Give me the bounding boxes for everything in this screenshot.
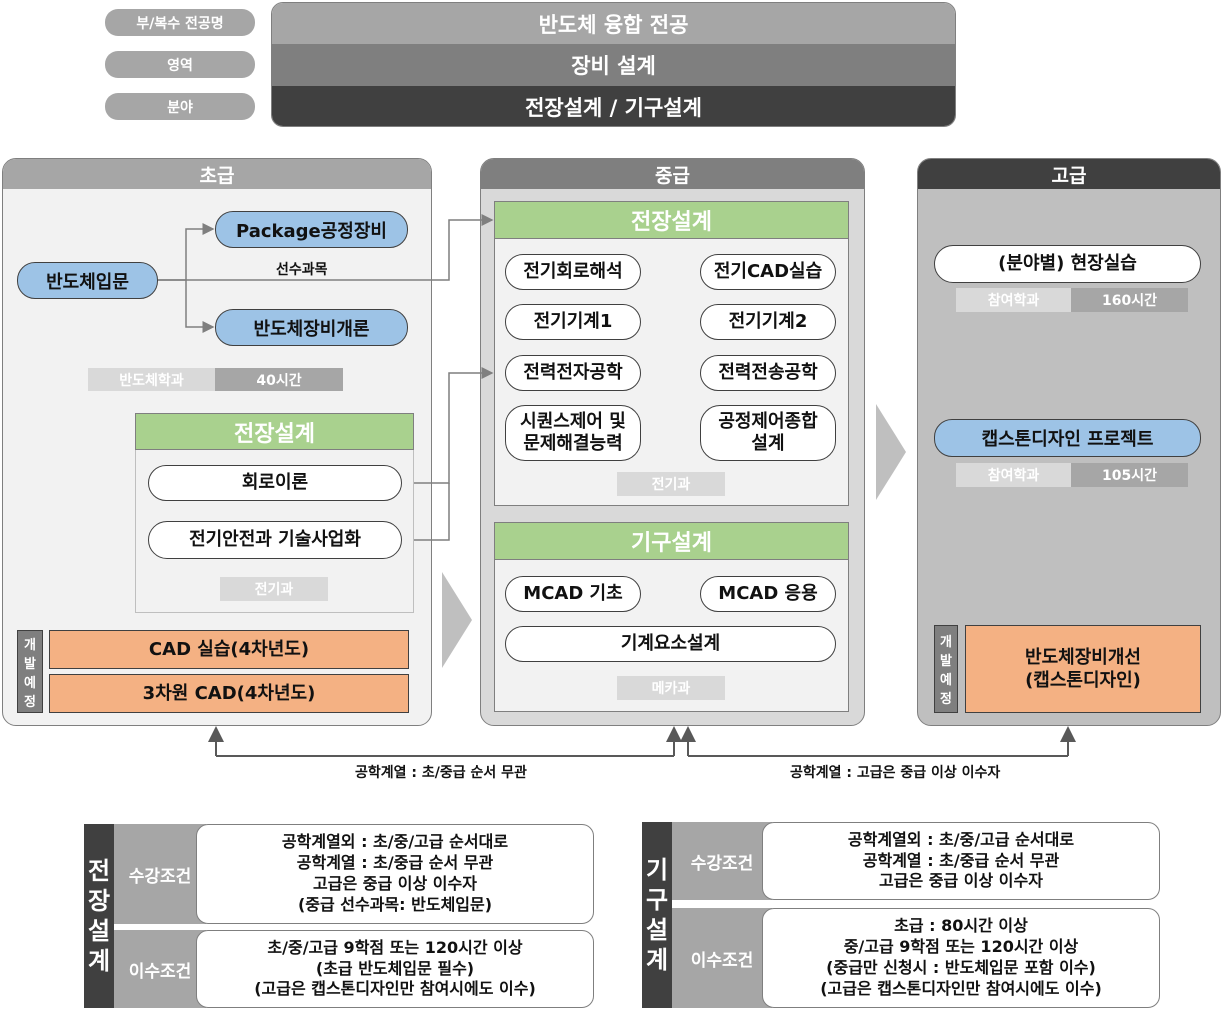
tag-105-hours: 105시간 xyxy=(1071,463,1188,487)
planned-char: 예 xyxy=(940,673,952,688)
side-char: 기 xyxy=(645,856,669,884)
side-char: 전 xyxy=(87,857,111,885)
planned-char: 예 xyxy=(24,675,36,691)
node-mcad-basic: MCAD 기초 xyxy=(505,576,641,612)
cond-line: 초급 : 80시간 이상 xyxy=(894,916,1028,936)
label-area: 영역 xyxy=(105,51,255,78)
node-electric-machine-2: 전기기계2 xyxy=(700,304,836,340)
node-equipment-overview: 반도체장비개론 xyxy=(215,309,408,346)
cond-line: 고급은 중급 이상 이수자 xyxy=(313,874,477,893)
node-mcad-applied: MCAD 응용 xyxy=(700,576,836,612)
cond-mech-enroll-label: 수강조건 xyxy=(672,822,772,900)
note-advanced-requirement: 공학계열 : 고급은 중급 이상 이수자 xyxy=(790,765,1001,781)
cond-mech-side: 기 구 설 계 xyxy=(642,822,672,1008)
tag-160-hours: 160시간 xyxy=(1071,288,1188,312)
header-field: 전장설계 / 기구설계 xyxy=(272,86,955,126)
node-circuit-analysis: 전기회로해석 xyxy=(505,254,641,290)
header-major-name: 반도체 융합 전공 xyxy=(272,3,955,44)
beginner-elec-title: 전장설계 xyxy=(135,413,414,450)
header-area: 장비 설계 xyxy=(272,44,955,86)
node-electric-machine-1: 전기기계1 xyxy=(505,304,641,340)
tag-capstone-dept: 참여학과 xyxy=(956,463,1071,487)
side-char: 설 xyxy=(87,917,111,945)
side-char: 설 xyxy=(645,916,669,944)
node-sequence-control: 시퀀스제어 및 문제해결능력 xyxy=(505,405,641,461)
node-capstone: 캡스톤디자인 프로젝트 xyxy=(934,419,1201,457)
advanced-planned-tag: 개 발 예 정 xyxy=(934,625,958,713)
cond-line: 공학계열외 : 초/중/고급 순서대로 xyxy=(281,832,509,852)
tag-field-dept: 참여학과 xyxy=(956,288,1071,312)
cond-line: 중/고급 9학점 또는 120시간 이상 xyxy=(843,937,1079,957)
cond-mech-complete-label: 이수조건 xyxy=(672,908,772,1008)
side-char: 장 xyxy=(87,887,111,915)
cond-line: (중급 선수과목: 반도체입문) xyxy=(297,894,493,914)
cond-elec-side: 전 장 설 계 xyxy=(84,824,114,1008)
chevron-beginner-to-intermediate xyxy=(442,572,472,668)
node-field-practice: (분야별) 현장실습 xyxy=(934,245,1201,283)
cond-line: (초급 반도체입문 필수) xyxy=(315,958,475,978)
cond-elec-enroll-box: 공학계열외 : 초/중/고급 순서대로 공학계열 : 초/중급 순서 무관 고급… xyxy=(196,824,594,924)
tag-semiconductor-dept: 반도체학과 xyxy=(88,368,215,391)
chevron-intermediate-to-advanced xyxy=(876,404,906,500)
planned-char: 발 xyxy=(940,654,952,669)
side-char: 계 xyxy=(645,946,669,974)
node-machine-element-design: 기계요소설계 xyxy=(505,626,836,662)
side-char: 구 xyxy=(645,886,669,914)
node-power-electronics: 전력전자공학 xyxy=(505,355,641,391)
node-process-control-design: 공정제어종합 설계 xyxy=(700,405,836,461)
cond-line: 공학계열 : 초/중급 순서 무관 xyxy=(862,850,1060,870)
intermediate-elec-title: 전장설계 xyxy=(494,201,849,239)
tag-elec-dept-intermediate: 전기과 xyxy=(617,472,725,496)
header-box: 반도체 융합 전공 장비 설계 전장설계 / 기구설계 xyxy=(271,2,956,127)
planned-char: 정 xyxy=(940,692,952,707)
cond-line: (중급만 신청시 : 반도체입문 포함 이수) xyxy=(826,958,1096,977)
node-package-equipment: Package공정장비 xyxy=(215,211,408,248)
planned-3d-cad: 3차원 CAD(4차년도) xyxy=(49,674,409,713)
node-circuit-theory: 회로이론 xyxy=(148,465,402,501)
label-field: 분야 xyxy=(105,93,255,120)
planned-char: 발 xyxy=(24,656,36,672)
prereq-label: 선수과목 xyxy=(276,262,328,278)
advanced-title: 고급 xyxy=(918,159,1220,189)
cond-elec-complete-label: 이수조건 xyxy=(114,930,206,1008)
cond-elec-enroll-label: 수강조건 xyxy=(114,824,206,924)
label-major-name: 부/복수 전공명 xyxy=(105,9,255,36)
cond-line: 고급은 중급 이상 이수자 xyxy=(879,871,1043,891)
node-electrical-safety: 전기안전과 기술사업화 xyxy=(148,521,402,559)
cond-line: 초/중/고급 9학점 또는 120시간 이상 xyxy=(267,937,523,957)
tag-40-hours: 40시간 xyxy=(215,368,343,391)
cond-line: (고급은 캡스톤디자인만 참여시에도 이수) xyxy=(254,979,536,999)
intermediate-mech-title: 기구설계 xyxy=(494,522,849,560)
planned-char: 정 xyxy=(24,694,36,710)
planned-char: 개 xyxy=(24,637,36,653)
tag-elec-dept: 전기과 xyxy=(220,577,328,601)
cond-line: (고급은 캡스톤디자인만 참여시에도 이수) xyxy=(820,978,1102,998)
planned-cad-practice: CAD 실습(4차년도) xyxy=(49,630,409,669)
beginner-title: 초급 xyxy=(3,159,431,189)
cond-line: 공학계열 : 초/중급 순서 무관 xyxy=(296,853,494,873)
planned-equipment-improvement: 반도체장비개선 (캡스톤디자인) xyxy=(965,625,1201,713)
node-power-transmission: 전력전송공학 xyxy=(700,355,836,391)
node-electrical-cad: 전기CAD실습 xyxy=(700,254,836,290)
cond-mech-complete-box: 초급 : 80시간 이상 중/고급 9학점 또는 120시간 이상 (중급만 신… xyxy=(762,908,1160,1008)
tag-mecha-dept: 메카과 xyxy=(617,676,725,700)
note-beginner-intermediate: 공학계열 : 초/중급 순서 무관 xyxy=(355,765,527,781)
cond-mech-enroll-box: 공학계열외 : 초/중/고급 순서대로 공학계열 : 초/중급 순서 무관 고급… xyxy=(762,822,1160,900)
cond-line: 공학계열외 : 초/중/고급 순서대로 xyxy=(847,829,1075,849)
side-char: 계 xyxy=(87,947,111,975)
intermediate-title: 중급 xyxy=(481,159,864,189)
planned-char: 개 xyxy=(940,635,952,650)
node-semiconductor-intro: 반도체입문 xyxy=(17,262,158,299)
beginner-planned-tag: 개 발 예 정 xyxy=(17,630,43,713)
cond-elec-complete-box: 초/중/고급 9학점 또는 120시간 이상 (초급 반도체입문 필수) (고급… xyxy=(196,930,594,1008)
